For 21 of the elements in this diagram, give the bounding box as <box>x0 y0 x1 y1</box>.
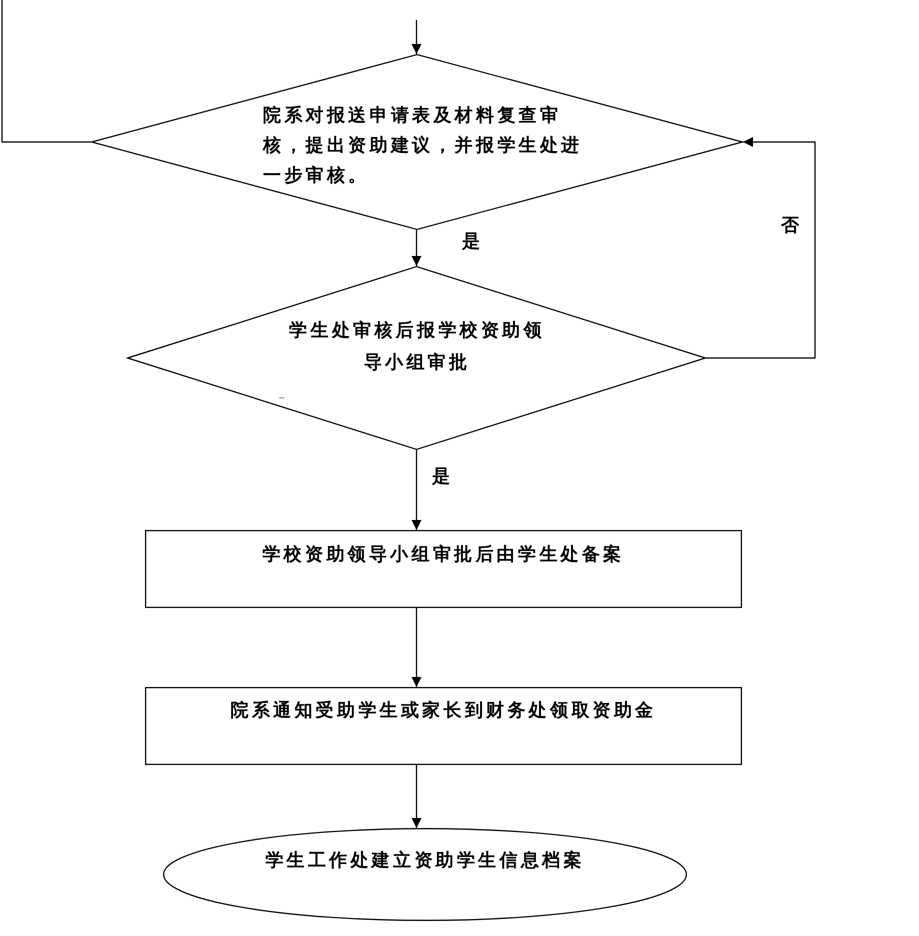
node-text: 院系通知受助学生或家长到财务处领取资助金 <box>230 699 658 723</box>
decision-diamond <box>127 266 706 450</box>
edge-label: 是 <box>431 466 451 488</box>
dash-text: -- <box>279 393 284 403</box>
edge-label: 是 <box>461 231 481 253</box>
node-text: 学生工作处建立资助学生信息档案 <box>264 849 586 873</box>
process-box <box>145 687 742 765</box>
arrow <box>412 608 422 687</box>
terminal-ellipse <box>163 828 687 921</box>
edge-label: 否 <box>780 215 800 237</box>
arrow <box>412 765 422 828</box>
node-text: 学生处审核后报学校资助领导小组审批 <box>288 319 546 375</box>
arrow <box>706 137 816 359</box>
arrow <box>412 230 422 266</box>
connector-line <box>1 0 91 143</box>
node-text: 院系对报送申请表及材料复查审核，提出资助建议，并报学生处进一步审核。 <box>263 104 584 188</box>
process-box <box>145 530 742 608</box>
decision-diamond <box>91 54 743 230</box>
arrow <box>412 20 422 54</box>
arrow <box>412 450 422 530</box>
node-text: 学校资助领导小组审批后由学生处备案 <box>261 543 626 567</box>
